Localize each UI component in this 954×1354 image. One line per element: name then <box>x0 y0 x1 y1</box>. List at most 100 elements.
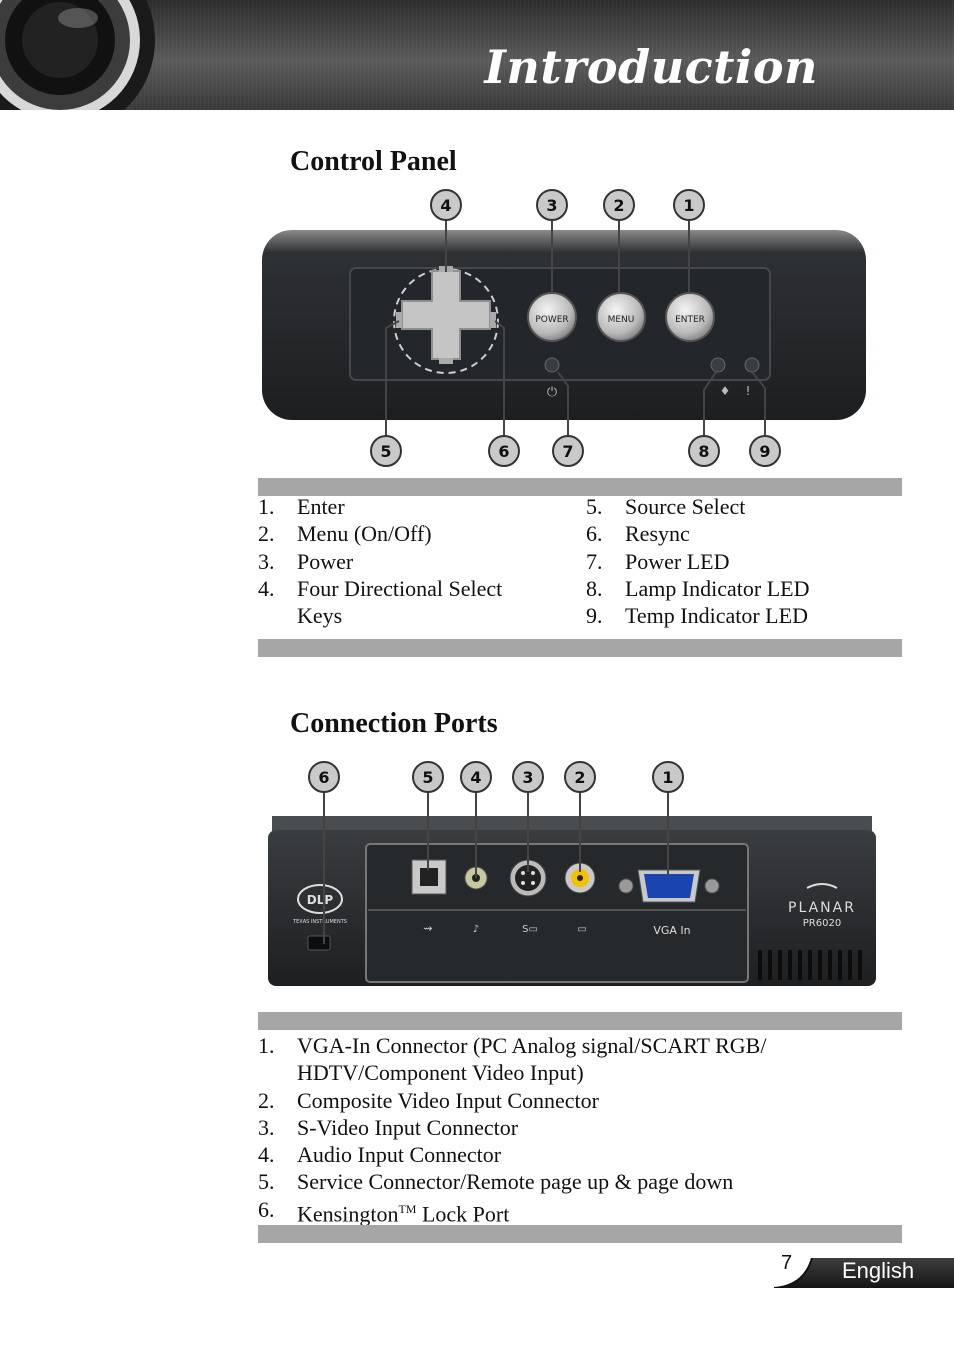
page-header: Introduction <box>0 0 954 110</box>
ports-list: 1.VGA-In Connector (PC Analog signal/SCA… <box>258 1032 848 1227</box>
composite-icon: ▭ <box>577 924 586 935</box>
vga-socket <box>644 874 694 898</box>
ports-list-top-bar <box>258 1012 902 1030</box>
callout-port: 1 <box>652 761 684 793</box>
list-item: 7.Power LED <box>586 548 730 574</box>
svg-text:9: 9 <box>759 442 770 461</box>
page-title: Introduction <box>484 40 818 94</box>
control-callouts-top: 4 3 2 1 <box>430 189 705 221</box>
audio-icon: ♪ <box>473 924 479 935</box>
svg-text:1: 1 <box>683 196 694 215</box>
svg-text:3: 3 <box>522 768 533 787</box>
menu-button-label: MENU <box>608 315 635 325</box>
dlp-logo <box>297 884 343 914</box>
list-item: 6.Resync <box>586 521 690 547</box>
list-item: 1.VGA-In Connector (PC Analog signal/SCA… <box>258 1033 767 1086</box>
svg-text:3: 3 <box>546 196 557 215</box>
s-video-pins <box>521 871 535 885</box>
s-video-icon: S▭ <box>522 924 538 935</box>
list-item: 4.Four Directional Select Keys <box>258 575 503 629</box>
callout-bottom: 6 <box>488 435 520 467</box>
svg-text:6: 6 <box>318 768 329 787</box>
ports-leader-lines <box>323 791 669 944</box>
list-item: 6.KensingtonTM Lock Port <box>258 1196 510 1227</box>
trademark-sup: TM <box>398 1201 417 1216</box>
kensington-lock-slot <box>307 935 331 951</box>
s-video-socket <box>515 865 541 891</box>
callout-top: 4 <box>430 189 462 221</box>
control-panel-heading: Control Panel <box>290 146 457 177</box>
list-item: 5.Source Select <box>586 494 746 519</box>
callout-bottom: 7 <box>552 435 584 467</box>
control-list-bottom-bar <box>258 639 902 657</box>
menu-button <box>596 292 646 342</box>
brand-logo-arc <box>806 883 838 889</box>
four-directional-keys <box>401 270 491 360</box>
service-port-socket <box>420 868 438 886</box>
list-item: 1.Enter <box>258 494 345 519</box>
callout-port: 2 <box>564 761 596 793</box>
power-button-label: POWER <box>535 315 568 325</box>
list-item: 8.Lamp Indicator LED <box>586 575 810 601</box>
model-name: PR6020 <box>803 918 841 929</box>
callout-bottom: 5 <box>370 435 402 467</box>
svg-text:4: 4 <box>440 196 451 215</box>
header-texture <box>0 0 954 110</box>
temp-led <box>744 357 760 373</box>
lamp-led <box>710 357 726 373</box>
usb-icon: ⇝ <box>423 922 432 935</box>
dpad-left-tab <box>396 312 402 328</box>
callout-top: 3 <box>536 189 568 221</box>
ti-logo-text: TEXAS INSTRUMENTS <box>292 919 347 925</box>
rear-vents <box>758 950 862 980</box>
vga-screw-right <box>704 878 720 894</box>
thermometer-icon: ! <box>746 384 751 398</box>
control-list-top-bar <box>258 478 902 496</box>
lamp-symbol-icon: ♦ <box>720 384 731 398</box>
list-item: 3.Power <box>258 548 354 574</box>
ports-list-bottom-bar <box>258 1225 902 1243</box>
callout-port: 6 <box>308 761 340 793</box>
callout-bottom: 9 <box>749 435 781 467</box>
svg-text:4: 4 <box>470 768 481 787</box>
callout-port: 5 <box>412 761 444 793</box>
callout-bottom: 8 <box>688 435 720 467</box>
dlp-logo-text: DLP <box>307 893 334 907</box>
control-list-left: 1.Enter 2.Menu (On/Off) 3.Power 4.Four D… <box>258 493 550 629</box>
brand-name: PLANAR <box>788 900 856 916</box>
composite-socket <box>577 875 583 881</box>
control-panel-photo: POWER MENU ENTER ⏻ ♦ ! 4 3 2 1 5 6 7 8 9 <box>262 189 866 467</box>
vga-screw-left <box>618 878 634 894</box>
list-item: 4.Audio Input Connector <box>258 1142 502 1168</box>
power-symbol-icon: ⏻ <box>547 385 557 400</box>
vga-label: VGA In <box>653 924 690 937</box>
callout-port: 3 <box>512 761 544 793</box>
list-item: 2.Composite Video Input Connector <box>258 1087 599 1113</box>
dpad-right-tab <box>490 312 496 328</box>
list-item: 5.Service Connector/Remote page up & pag… <box>258 1169 734 1195</box>
connection-ports-heading: Connection Ports <box>290 708 498 739</box>
control-list-right: 5.Source Select 6.Resync 7.Power LED 8.L… <box>586 493 902 629</box>
footer-language-tab <box>774 1258 954 1288</box>
svg-text:2: 2 <box>613 196 624 215</box>
callout-port: 4 <box>460 761 492 793</box>
dpad-down-tab <box>439 358 453 364</box>
svg-text:6: 6 <box>498 442 509 461</box>
svg-text:5: 5 <box>422 768 433 787</box>
control-leader-lines <box>385 218 766 438</box>
svg-text:8: 8 <box>698 442 709 461</box>
svg-text:1: 1 <box>662 768 673 787</box>
list-item: 2.Menu (On/Off) <box>258 521 432 547</box>
enter-button-label: ENTER <box>675 315 705 325</box>
callout-top: 1 <box>673 189 705 221</box>
page-number: 7 <box>781 1252 793 1274</box>
connection-ports-photo: ⇝ ♪ S▭ ▭ VGA In PLANAR PR6020 DLP TEXAS … <box>268 761 876 986</box>
footer-language: English <box>842 1258 915 1283</box>
control-callouts-bottom: 5 6 7 8 9 <box>370 435 781 467</box>
svg-text:7: 7 <box>562 442 573 461</box>
svg-text:5: 5 <box>380 442 391 461</box>
list-item: 3.S-Video Input Connector <box>258 1114 519 1140</box>
svg-text:2: 2 <box>574 768 585 787</box>
ports-callouts: 6 5 4 3 2 1 <box>308 761 684 793</box>
callout-top: 2 <box>603 189 635 221</box>
